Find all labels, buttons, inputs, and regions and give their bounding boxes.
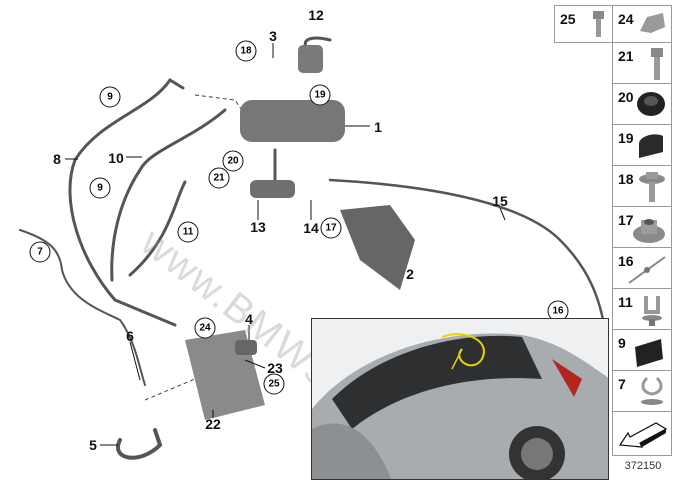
callout-23: 23 [267,360,283,376]
callout-18: 18 [235,40,257,62]
callout-13: 13 [250,219,266,235]
legend-item-11: 11 [612,288,672,330]
diagram-id: 372150 [624,460,662,472]
hose-10 [110,108,227,282]
callout-25: 25 [263,373,285,395]
callout-5: 5 [89,437,97,453]
legend-item-19: 19 [612,124,672,166]
legend-number: 19 [618,130,634,146]
clip-icon [641,376,663,405]
callout-4: 4 [245,311,253,327]
callout-9: 9 [99,86,121,108]
legend-number: 21 [618,48,634,64]
cap-icon [639,134,663,158]
holder-icon [635,339,663,367]
hose-8 [68,77,185,327]
callout-3: 3 [269,28,277,44]
line-7 [19,229,146,386]
legend-number: 17 [618,212,634,228]
legend-number: 7 [618,376,626,392]
legend-number: 11 [618,294,633,310]
callout-22: 22 [205,416,221,432]
callout-11: 11 [177,221,199,243]
callout-8: 8 [53,151,61,167]
legend-number: 25 [560,11,576,27]
bolt-icon [593,11,604,37]
bolt-icon [651,48,663,80]
legend-item-17: 17 [612,206,672,248]
canister [240,100,345,142]
legend-number: 9 [618,335,626,351]
callout-24: 24 [194,317,216,339]
legend-number: 20 [618,89,634,105]
legend-item-21: 21 [612,42,672,84]
callout-15: 15 [492,193,508,209]
callout-2: 2 [406,266,414,282]
callout-7: 7 [29,241,51,263]
legend-item-7: 7 [612,370,672,412]
callout-10: 10 [108,150,124,166]
legend-number: 18 [618,171,634,187]
grommet-icon [637,92,665,116]
car-illustration [312,319,608,479]
legend-item-25: 25 [554,5,613,43]
arrow-icon [618,422,668,448]
callout-6: 6 [126,328,134,344]
legend-item-24: 24 [612,5,672,43]
flange-bolt-icon [639,172,665,202]
callout-17: 17 [320,217,342,239]
nut-icon [633,219,665,243]
cable-tie-icon [628,256,666,284]
callout-20: 20 [222,150,244,172]
callout-14: 14 [303,220,319,236]
legend-item-18: 18 [612,165,672,207]
line-15 [328,178,607,332]
legend-number: 24 [618,11,634,27]
legend-item-16: 16 [612,247,672,289]
vehicle-inset [311,318,609,480]
legend-item-20: 20 [612,83,672,125]
callout-1: 1 [374,119,382,135]
hose-5 [116,428,163,460]
hose-11 [128,180,187,277]
callout-12: 12 [308,7,324,23]
callout-19: 19 [309,84,331,106]
clip-icon [642,296,662,326]
clip-icon [640,13,665,33]
callout-9b: 9 [89,177,111,199]
callout-21: 21 [208,167,230,189]
legend-item-9: 9 [612,329,672,371]
legend-number: 16 [618,253,634,269]
bracket-2 [340,205,415,290]
legend-direction-arrow [612,411,672,456]
